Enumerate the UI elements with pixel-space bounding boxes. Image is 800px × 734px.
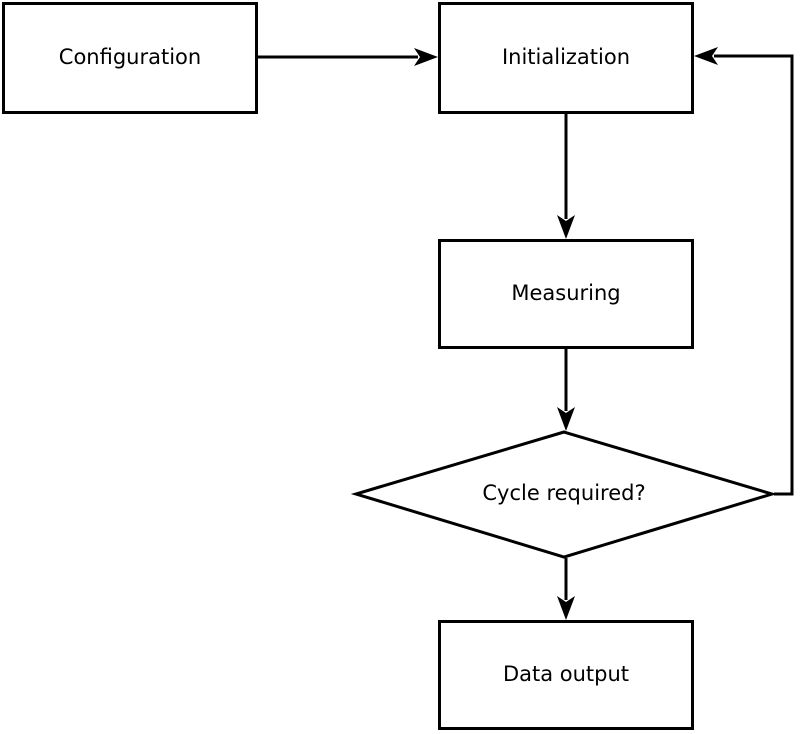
edge-configuration-to-initialization bbox=[258, 48, 438, 66]
edge-line-cycle-required-to-initialization-feedback bbox=[714, 54, 794, 496]
node-data-output[interactable]: Data output bbox=[438, 620, 694, 730]
edge-layer bbox=[258, 47, 794, 620]
node-layer: Configuration Initialization Measuring C… bbox=[2, 2, 778, 730]
arrowhead-cycle-required-to-data-output bbox=[557, 596, 575, 620]
arrowhead-configuration-to-initialization bbox=[414, 48, 438, 66]
node-shape-configuration[interactable] bbox=[2, 2, 258, 114]
node-shape-data-output[interactable] bbox=[438, 620, 694, 730]
node-cycle-required[interactable]: Cycle required? bbox=[350, 430, 778, 559]
node-configuration[interactable]: Configuration bbox=[2, 2, 258, 114]
arrowhead-initialization-to-measuring bbox=[557, 215, 575, 239]
node-label-configuration: Configuration bbox=[59, 45, 201, 69]
arrowhead-cycle-required-to-initialization-feedback bbox=[694, 47, 718, 65]
node-shape-measuring[interactable] bbox=[438, 239, 694, 349]
node-label-cycle-required: Cycle required? bbox=[482, 481, 645, 505]
edge-initialization-to-measuring bbox=[557, 114, 575, 239]
node-label-measuring: Measuring bbox=[511, 281, 620, 305]
node-initialization[interactable]: Initialization bbox=[438, 2, 694, 114]
edge-cycle-required-to-initialization-feedback bbox=[694, 47, 794, 496]
node-shape-cycle-required[interactable] bbox=[350, 430, 778, 559]
node-label-data-output: Data output bbox=[503, 662, 629, 686]
node-label-initialization: Initialization bbox=[502, 45, 630, 69]
node-measuring[interactable]: Measuring bbox=[438, 239, 694, 349]
node-shape-initialization[interactable] bbox=[438, 2, 694, 114]
edge-cycle-required-to-data-output bbox=[557, 558, 575, 620]
edge-measuring-to-cycle-required bbox=[557, 349, 575, 431]
arrowhead-measuring-to-cycle-required bbox=[557, 407, 575, 431]
